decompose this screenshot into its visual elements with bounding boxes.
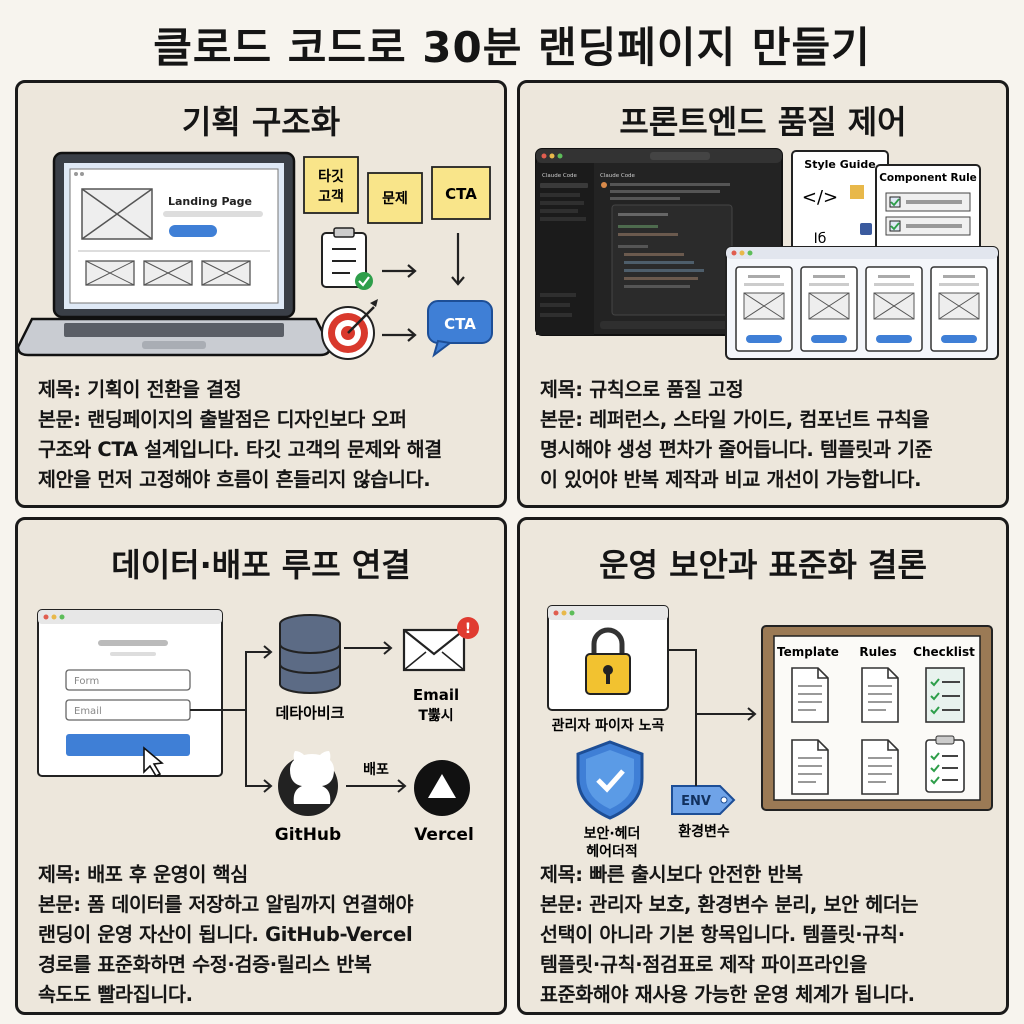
component-rule-card: Component Rule — [875, 164, 981, 262]
svg-text:ENV: ENV — [681, 794, 711, 809]
email-icon: ! — [402, 617, 479, 672]
form-window: Form Email — [37, 609, 223, 778]
github-label: GitHub — [275, 825, 341, 845]
panel-body-text: 제목: 기획이 전환을 결정 본문: 랜딩페이지의 출발점은 디자인보다 오퍼 … — [38, 378, 442, 491]
svg-text:Form: Form — [74, 676, 99, 687]
clipboard-check-icon — [321, 227, 373, 290]
connector-arrows — [668, 649, 757, 786]
component-cards-window — [725, 246, 999, 360]
clipboard-check-icon — [925, 735, 965, 793]
vercel-icon — [414, 760, 470, 816]
panel-title: 기획 구조화 — [181, 103, 341, 141]
panel-data-deploy: 데이터·배포 루프 연결 Form Email — [15, 517, 507, 1015]
svg-text:Email: Email — [74, 706, 102, 717]
svg-text:Iб: Iб — [814, 231, 827, 247]
deploy-label: 배포 — [363, 762, 389, 778]
target-icon — [321, 299, 378, 360]
svg-text:Component Rule: Component Rule — [879, 172, 977, 184]
sticky-note-cta: CTA — [431, 166, 491, 220]
lock-icon — [585, 627, 631, 695]
laptop-icon — [18, 151, 332, 357]
env-label: 환경변수 — [678, 823, 730, 840]
security-illustration: 관리자 파이자 노곡 보안·헤더 헤어더적 ENV 환경변수 Template … — [547, 605, 993, 860]
cta-bubble-icon: CTA — [427, 300, 493, 358]
document-icon — [791, 667, 829, 723]
panel-title: 프론트엔드 품질 제어 — [619, 103, 907, 141]
checklist-icon — [925, 667, 965, 723]
svg-text:Checklist: Checklist — [913, 645, 975, 659]
panel-body-text: 제목: 빠른 출시보다 안전한 반복 본문: 관리자 보호, 환경변수 분리, … — [540, 863, 919, 1006]
svg-text:고객: 고객 — [318, 188, 344, 205]
panel-frontend: 프론트엔드 품질 제어 Claude Code Claude Code — [517, 80, 1009, 508]
email-label: Email — [413, 686, 459, 704]
database-icon — [279, 614, 341, 694]
frontend-illustration: Claude Code Claude Code — [535, 148, 999, 360]
svg-text:문제: 문제 — [382, 191, 408, 207]
panel-plan: 기획 구조화 Landing Page 타깃 — [15, 80, 507, 508]
shield-label: 보안·헤더 — [584, 825, 641, 842]
connector-arrows — [190, 641, 407, 793]
panel-security: 운영 보안과 표준화 결론 관리자 파이자 노곡 보안·헤더 헤어더적 ENV — [517, 517, 1009, 1015]
svg-text:T뿛시: T뿛시 — [418, 708, 453, 724]
svg-text:헤어더적: 헤어더적 — [586, 843, 638, 860]
panel-title: 운영 보안과 표준화 결론 — [599, 546, 927, 584]
svg-text:CTA: CTA — [444, 315, 476, 333]
landing-page-label: Landing Page — [168, 195, 252, 208]
svg-text:Rules: Rules — [859, 645, 896, 659]
svg-text:!: ! — [465, 621, 471, 637]
env-tag-icon: ENV — [671, 785, 736, 815]
vercel-label: Vercel — [414, 825, 474, 845]
admin-window — [547, 605, 669, 711]
svg-text:</>: </> — [802, 187, 838, 208]
svg-text:CTA: CTA — [445, 185, 477, 203]
data-illustration: Form Email 데타아비크 ! Email — [37, 609, 479, 845]
style-guide-card: Style Guide </> Iб — [791, 150, 889, 262]
panel-body-text: 제목: 배포 후 운영이 핵심 본문: 폼 데이터를 저장하고 알림까지 연결해… — [38, 863, 414, 1006]
svg-text:Claude Code: Claude Code — [600, 173, 636, 179]
admin-label: 관리자 파이자 노곡 — [552, 717, 665, 734]
standards-board: Template Rules Checklist — [761, 625, 993, 811]
sticky-note-problem: 문제 — [367, 172, 423, 224]
page-title: 클로드 코드로 30분 랜딩페이지 만들기 — [153, 23, 871, 72]
code-editor-window: Claude Code Claude Code — [535, 148, 783, 336]
cursor-icon — [143, 746, 164, 778]
plan-illustration: Landing Page 타깃 고객 문제 CTA — [18, 151, 493, 360]
shield-icon — [576, 740, 644, 820]
svg-text:타깃: 타깃 — [318, 168, 344, 185]
svg-text:Template: Template — [777, 645, 839, 659]
panel-title: 데이터·배포 루프 연결 — [111, 546, 411, 584]
panel-body-text: 제목: 규칙으로 품질 고정 본문: 레퍼런스, 스타일 가이드, 컴포넌트 규… — [540, 378, 933, 491]
sticky-note-target: 타깃 고객 — [303, 156, 359, 214]
database-label: 데타아비크 — [275, 704, 344, 722]
github-icon — [278, 751, 338, 816]
svg-text:Style Guide: Style Guide — [804, 158, 875, 171]
svg-text:Claude Code: Claude Code — [542, 173, 578, 179]
arrow-icon — [382, 233, 465, 342]
